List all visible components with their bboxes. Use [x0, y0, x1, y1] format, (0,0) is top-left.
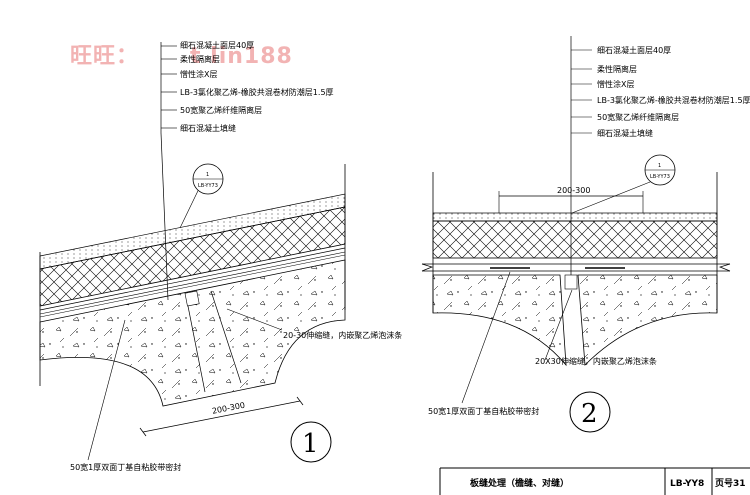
layer-label-4: LB-3氯化聚乙烯-橡胶共混卷材防潮层1.5厚 [180, 87, 334, 97]
detail-1: 细石混凝土面层40厚 柔性隔离层 憎性涂X层 LB-3氯化聚乙烯-橡胶共混卷材防… [39, 40, 402, 472]
sealing-tape-note-2: 50宽1厚双面丁基自粘胶带密封 [428, 406, 539, 416]
detail-number-2: 2 [581, 399, 598, 429]
layer-label-6: 细石混凝土填缝 [180, 123, 236, 133]
layer-label-2-3: 憎性涂X层 [597, 79, 634, 89]
title-block-code: LB-YY8 [670, 479, 704, 489]
layer-label-2-6: 细石混凝土填缝 [597, 128, 653, 138]
callout-number-1: 1 [206, 172, 209, 178]
layer-label-2: 柔性隔离层 [180, 54, 220, 64]
layer-label-1: 细石混凝土面层40厚 [180, 40, 254, 50]
detail-number-circle-2 [569, 391, 611, 433]
callout-code-2: LB-YY73 [650, 174, 670, 180]
callout-code-1: LB-YY73 [198, 183, 218, 189]
dimension-label-1: 200-300 [211, 401, 246, 416]
layer-label-2-5: 50宽聚乙烯纤维隔离层 [597, 112, 679, 122]
layer-label-3: 憎性涂X层 [180, 69, 217, 79]
title-block-page: 页号31 [715, 478, 746, 489]
expansion-joint-note-1: 20-30伸缩缝，内嵌聚乙烯泡沫条 [283, 330, 402, 340]
sealing-tape-note-1: 50宽1厚双面丁基自粘胶带密封 [70, 462, 181, 472]
watermark-tail: t lin188 [190, 44, 293, 69]
dimension-label-2: 200-300 [557, 186, 590, 195]
layer-label-2-4: LB-3氯化聚乙烯-橡胶共混卷材防潮层1.5厚 [597, 95, 750, 105]
layer-label-2-1: 细石混凝土面层40厚 [597, 45, 671, 55]
detail-number-1: 1 [302, 429, 319, 459]
callout-number-2: 1 [658, 163, 661, 169]
detail-2: 细石混凝土面层40厚 柔性隔离层 憎性涂X层 LB-3氯化聚乙烯-橡胶共混卷材防… [421, 36, 750, 433]
title-block-title: 板缝处理（檐缝、对缝） [470, 477, 569, 489]
layer-label-5: 50宽聚乙烯纤维隔离层 [180, 105, 262, 115]
title-block: 板缝处理（檐缝、对缝） LB-YY8 页号31 [439, 467, 750, 495]
detail-number-circle-1 [290, 421, 332, 463]
layer-label-2-2: 柔性隔离层 [597, 64, 637, 74]
watermark-text: 旺旺： [70, 44, 139, 69]
expansion-joint-note-2: 20X30伸缩缝，内嵌聚乙烯泡沫条 [535, 356, 657, 366]
